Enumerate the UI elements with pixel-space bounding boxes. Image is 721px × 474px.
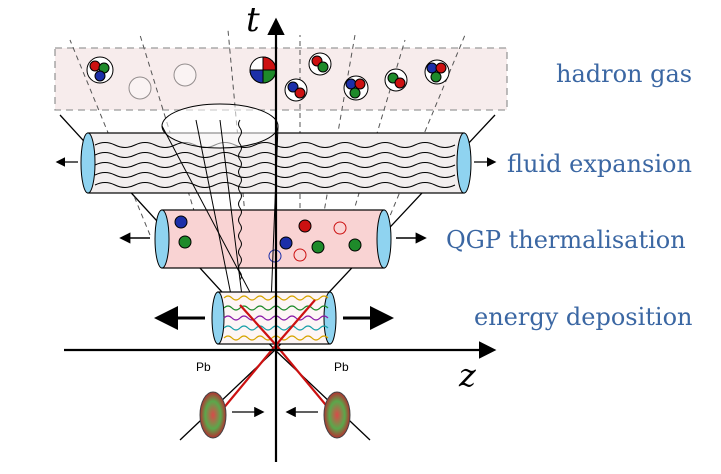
nucleus-trajectories <box>221 299 331 411</box>
space-axis-label: z <box>459 356 476 394</box>
nucleus-label-left: Pb <box>196 360 211 374</box>
stage-label-energy-deposition: energy deposition <box>474 303 693 331</box>
nucleus-label-right: Pb <box>334 360 349 374</box>
stage-label-hadron-gas: hadron gas <box>556 60 693 88</box>
stage-label-qgp-thermalisation: QGP thermalisation <box>446 226 686 254</box>
axes <box>64 17 497 462</box>
qgp-tube <box>119 209 427 269</box>
time-axis-label: t <box>246 0 260 40</box>
hadron-particles <box>86 52 450 102</box>
energy-deposition-tube <box>154 291 394 345</box>
stage-label-fluid-expansion: fluid expansion <box>507 150 692 178</box>
lead-nuclei <box>199 391 351 439</box>
